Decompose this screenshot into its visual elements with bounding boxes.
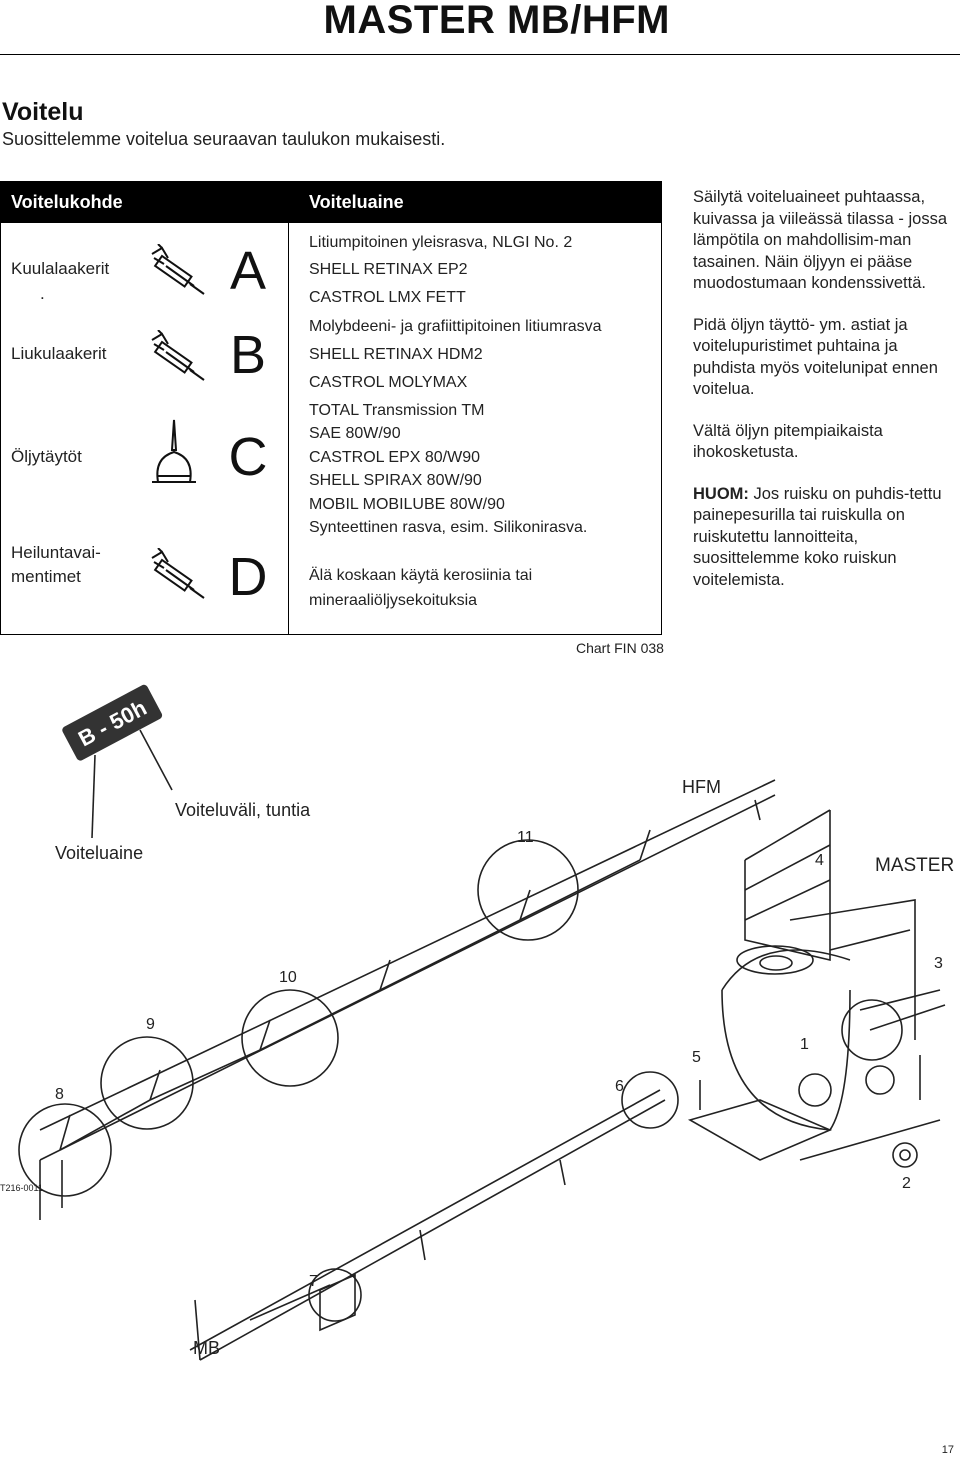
label-lubricant: Voiteluaine xyxy=(55,843,144,863)
point-5: 5 xyxy=(692,1049,701,1066)
point-3: 3 xyxy=(934,955,943,972)
lubricant-d-line-3: Älä koskaan käytä kerosiinia tai xyxy=(309,567,533,584)
point-11: 11 xyxy=(517,829,534,846)
lubricant-d-line-1: Synteettinen rasva, esim. Silikonirasva. xyxy=(309,519,588,536)
drawing-code: T216-0011 xyxy=(0,1183,43,1193)
grease-gun-icon xyxy=(151,330,205,381)
oil-can-icon xyxy=(152,419,196,483)
location-plain-bearings: Liukulaakerit xyxy=(11,344,107,363)
location-pendulum-line-1: Heiluntavai- xyxy=(11,543,101,562)
point-2: 2 xyxy=(902,1175,911,1192)
section-heading: Voitelu xyxy=(2,98,84,126)
note-skin-contact: Vältä öljyn pitempiaikaista ihokosketust… xyxy=(693,421,883,462)
side-notes: Säilytä voiteluaineet puhtaassa, kuivass… xyxy=(693,187,955,611)
page-number: 17 xyxy=(941,1444,954,1456)
column-header-lubricant: Voiteluaine xyxy=(309,192,404,212)
lubricant-b-line-3: CASTROL MOLYMAX xyxy=(309,374,468,391)
point-6: 6 xyxy=(615,1078,624,1095)
point-1: 1 xyxy=(800,1036,809,1053)
lubricant-c-line-4: SHELL SPIRAX 80W/90 xyxy=(309,472,482,489)
lubricant-letter-d: D xyxy=(228,547,268,607)
table-header xyxy=(0,181,662,223)
grease-gun-icon xyxy=(151,548,205,599)
lubricant-b-line-1: Molybdeeni- ja grafiittipitoinen litiumr… xyxy=(309,318,602,335)
location-ball-bearings: Kuulalaakerit xyxy=(11,259,110,278)
grease-gun-icon xyxy=(151,244,205,295)
label-hfm: HFM xyxy=(682,777,721,797)
lubricant-letter-c: C xyxy=(228,427,268,487)
point-4: 4 xyxy=(815,852,824,869)
lubricant-c-line-1: TOTAL Transmission TM xyxy=(309,402,485,419)
lubricant-c-line-2: SAE 80W/90 xyxy=(309,425,401,442)
lubricant-b-line-2: SHELL RETINAX HDM2 xyxy=(309,346,483,363)
page-title: MASTER MB/HFM xyxy=(323,0,670,42)
point-8: 8 xyxy=(55,1086,64,1103)
note-warning-text: Jos ruisku on puhdis-tettu painepesurill… xyxy=(693,484,942,589)
label-master: MASTER xyxy=(875,855,955,876)
lubricant-letter-b: B xyxy=(229,325,267,385)
note-cleaning: Pidä öljyn täyttö- ym. astiat ja voitelu… xyxy=(693,315,938,399)
lubricant-d-line-4: mineraaliöljysekoituksia xyxy=(309,592,478,609)
lubricant-letter-a: A xyxy=(229,241,267,301)
column-divider xyxy=(288,223,289,635)
lubricant-a-line-1: Litiumpitoinen yleisrasva, NLGI No. 2 xyxy=(309,234,573,251)
section-intro: Suosittelemme voitelua seuraavan tauluko… xyxy=(2,129,446,149)
location-extra: . xyxy=(40,284,45,303)
header-rule xyxy=(0,54,960,55)
note-storage: Säilytä voiteluaineet puhtaassa, kuivass… xyxy=(693,188,948,292)
point-7: 7 xyxy=(309,1273,318,1290)
column-header-location: Voitelukohde xyxy=(11,192,123,212)
label-mb: MB xyxy=(193,1338,220,1358)
point-10: 10 xyxy=(279,969,297,986)
lubricant-a-line-3: CASTROL LMX FETT xyxy=(309,289,466,306)
point-9: 9 xyxy=(146,1016,155,1033)
lubricant-c-line-3: CASTROL EPX 80/W90 xyxy=(309,449,481,466)
lubricant-c-line-5: MOBIL MOBILUBE 80W/90 xyxy=(309,496,505,513)
note-warning-label: HUOM: xyxy=(693,484,749,503)
location-oil-fillings: Öljytäytöt xyxy=(11,447,82,466)
lubricant-a-line-2: SHELL RETINAX EP2 xyxy=(309,261,468,278)
note-warning: HUOM: Jos ruisku on puhdis-tettu painepe… xyxy=(693,484,955,592)
location-pendulum-line-2: mentimet xyxy=(11,567,81,586)
lubrication-tag: B - 50h xyxy=(62,684,163,761)
sprayer-diagram: B - 50h xyxy=(18,684,946,1361)
label-interval: Voiteluväli, tuntia xyxy=(175,800,311,820)
chart-reference: Chart FIN 038 xyxy=(576,640,664,656)
